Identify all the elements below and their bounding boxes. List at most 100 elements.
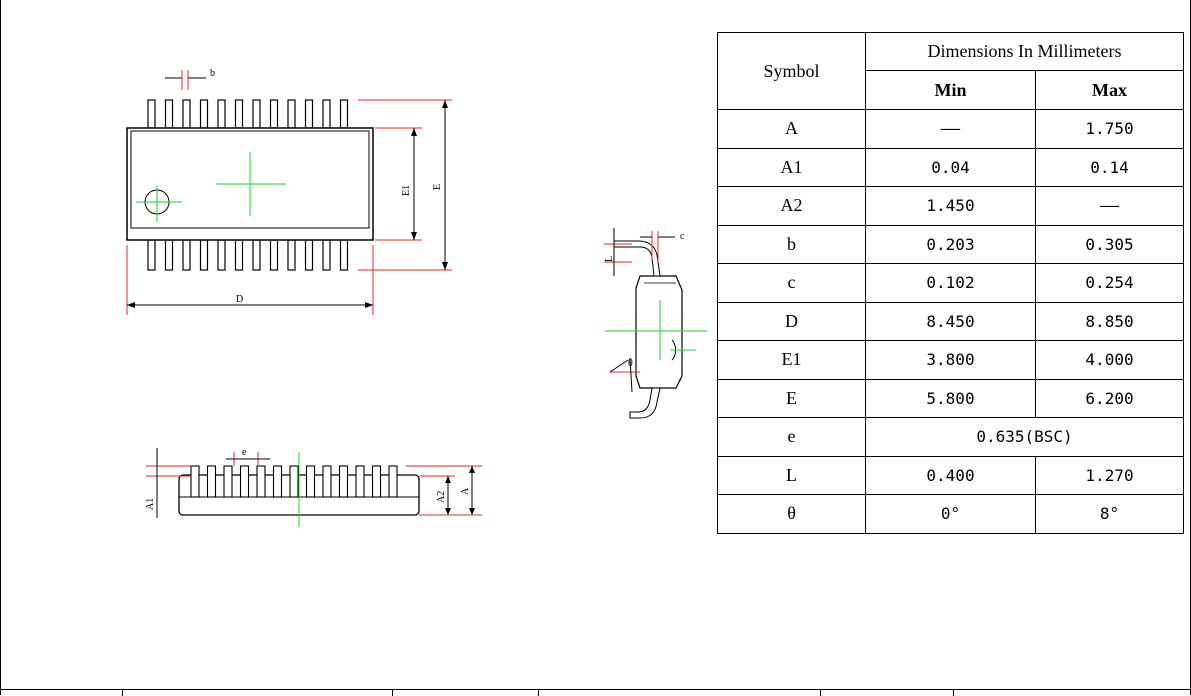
pin-top xyxy=(217,99,226,129)
pin-bottom xyxy=(234,239,244,271)
min-value-cell: 0.04 xyxy=(865,147,1036,187)
front-pin xyxy=(256,465,266,498)
dimensions-table: Symbol Dimensions In Millimeters Min Max… xyxy=(717,32,1185,534)
pin-top xyxy=(252,99,261,129)
pin-top xyxy=(199,99,209,129)
symbol-cell: L xyxy=(717,455,866,495)
pin-top xyxy=(234,99,244,129)
max-value-cell: —— xyxy=(1034,186,1185,226)
side-lead-bottom xyxy=(629,387,661,419)
front-pin xyxy=(355,465,365,498)
dim-label-theta: θ xyxy=(628,358,633,369)
min-value-cell: 5.800 xyxy=(865,378,1036,418)
side-view: c L θ xyxy=(604,228,707,419)
symbol-cell: A2 xyxy=(717,186,866,226)
max-value-cell: 8° xyxy=(1034,494,1185,534)
symbol-cell: A xyxy=(717,109,866,149)
pin-bottom xyxy=(269,239,279,271)
top-pins xyxy=(147,99,349,129)
symbol-header: Symbol xyxy=(717,32,866,110)
dim-label-c: c xyxy=(680,231,685,242)
pin-bottom xyxy=(199,239,209,271)
symbol-cell: c xyxy=(717,263,866,303)
bottom-pins xyxy=(147,239,349,271)
symbol-cell: b xyxy=(717,224,866,264)
dim-label-A2: A2 xyxy=(436,491,447,503)
pin-top xyxy=(287,99,296,129)
symbol-cell: E1 xyxy=(717,340,866,380)
table-subheader-row: Min Max xyxy=(718,70,1185,110)
front-pin xyxy=(371,465,382,498)
dim-label-L: L xyxy=(604,256,615,262)
front-pin xyxy=(190,465,200,498)
package-drawing: b D E1 E c xyxy=(126,68,707,527)
front-pins xyxy=(190,465,398,498)
pin-bottom xyxy=(182,239,191,271)
max-header: Max xyxy=(1034,70,1185,110)
dimensions-group-header: Dimensions In Millimeters xyxy=(864,32,1185,71)
front-pin xyxy=(206,465,217,498)
front-pin xyxy=(322,465,332,498)
pin-top xyxy=(147,99,156,129)
front-pin xyxy=(223,465,233,498)
pin-bottom xyxy=(217,239,226,271)
pin-top xyxy=(164,99,174,129)
symbol-cell: e xyxy=(717,417,866,457)
dim-label-E1: E1 xyxy=(401,185,412,196)
dim-label-e: e xyxy=(242,447,247,458)
pin-bottom xyxy=(252,239,261,271)
value-cell-span: 0.635(BSC) xyxy=(864,417,1185,457)
pin-top xyxy=(339,99,349,129)
pin-top xyxy=(269,99,279,129)
front-pin xyxy=(338,465,349,498)
top-view: b D E1 E xyxy=(126,68,452,315)
side-body xyxy=(635,275,683,389)
dim-label-D: D xyxy=(236,294,243,305)
max-value-cell: 4.000 xyxy=(1034,340,1185,380)
max-value-cell: 0.305 xyxy=(1034,224,1185,264)
max-value-cell: 1.270 xyxy=(1034,455,1185,495)
front-pin xyxy=(305,465,316,498)
min-value-cell: 3.800 xyxy=(865,340,1036,380)
pin-bottom xyxy=(287,239,296,271)
pin-top xyxy=(182,99,191,129)
table-header-row: Symbol Dimensions In Millimeters xyxy=(717,32,1185,110)
front-pin xyxy=(388,465,398,498)
front-pin xyxy=(272,465,283,498)
front-pin xyxy=(239,465,250,498)
symbol-cell: θ xyxy=(717,494,866,534)
dim-label-A: A xyxy=(460,487,471,495)
front-pin xyxy=(289,465,299,498)
min-value-cell: 0.400 xyxy=(865,455,1036,495)
table-row: A——1.750 xyxy=(717,109,1185,149)
pin-top xyxy=(322,99,331,129)
min-value-cell: 0.203 xyxy=(865,224,1036,264)
pin-bottom xyxy=(322,239,331,271)
min-header: Min xyxy=(865,70,1036,110)
symbol-cell: E xyxy=(717,378,866,418)
pin-bottom xyxy=(339,239,349,271)
max-value-cell: 0.254 xyxy=(1034,263,1185,303)
min-value-cell: 0.102 xyxy=(865,263,1036,303)
min-value-cell: 1.450 xyxy=(865,186,1036,226)
pin-top xyxy=(304,99,314,129)
side-lead-top xyxy=(613,240,661,277)
max-value-cell: 0.14 xyxy=(1034,147,1185,187)
pin-bottom xyxy=(147,239,156,271)
bottom-title-strip xyxy=(0,689,1191,696)
pin-bottom xyxy=(164,239,174,271)
symbol-cell: A1 xyxy=(717,147,866,187)
min-value-cell: 0° xyxy=(865,494,1036,534)
pin-bottom xyxy=(304,239,314,271)
front-view: e A1 A2 A xyxy=(145,447,482,527)
